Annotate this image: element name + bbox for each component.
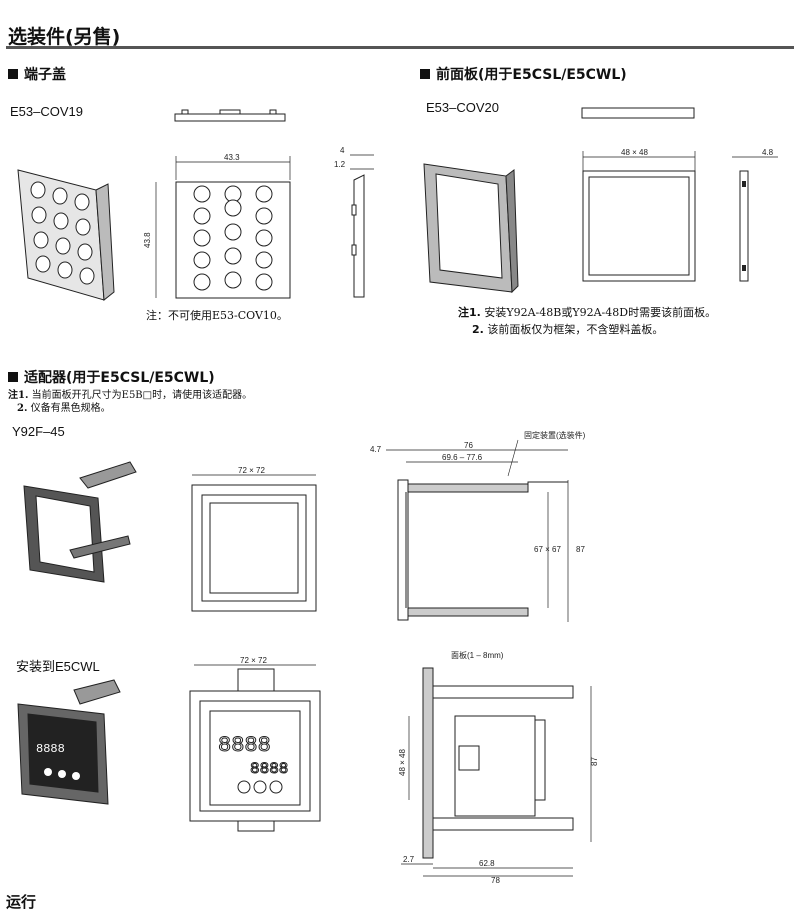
model-label: E53–COV20 [426,100,499,115]
adapter-side-view: 4.7 76 69.6 – 77.6 固定装置(选装件) 67 × 67 87 [370,430,586,622]
mounted-side-view: 面板(1 – 8mm) 48 × 48 87 2.7 62.8 78 [398,650,599,885]
adapter-front-view: 72 × 72 [191,466,317,612]
model-label: Y92F–45 [12,424,65,439]
front-panel-side-view: 4.8 [732,148,778,282]
next-section-heading-cut: 运行 [6,893,37,911]
dim-87: 87 [576,545,585,554]
adapter-note-1: 注1. 当前面板开孔尺寸为E5B□时，请使用该适配器。 [8,390,253,401]
dim-48: 48 × 48 [398,749,407,776]
terminal-cover-top-view [174,109,286,122]
front-panel-perspective [423,163,519,294]
dim-depth: 4 [340,146,345,155]
terminal-cover-note: 注：不可使用E53-COV10。 [146,309,288,322]
dim-range: 69.6 – 77.6 [442,453,483,462]
dim-height: 43.8 [143,232,152,248]
section-heading-terminal-cover: 端子盖 [8,64,66,84]
dim-size: 72 × 72 [238,466,265,475]
svg-text:8888: 8888 [218,733,271,758]
dim-4-7: 4.7 [370,445,382,454]
mounted-caption: 安装到E5CWL [16,659,100,674]
dim-width: 43.3 [224,153,240,162]
svg-text:8888: 8888 [36,742,65,756]
fixture-label: 固定装置(选装件) [524,430,586,440]
front-panel-top-view [581,107,695,119]
dim-size: 72 × 72 [240,656,267,665]
dim-thickness: 1.2 [334,160,346,169]
front-panel-note-2: 2. 该前面板仅为框架，不含塑料盖板。 [472,323,664,336]
dim-inner: 67 × 67 [534,545,561,554]
panel-label: 面板(1 – 8mm) [451,650,504,660]
heading-text: 前面板(用于E5CSL/E5CWL) [436,67,627,83]
terminal-cover-perspective [17,169,115,301]
heading-text: 适配器(用于E5CSL/E5CWL) [24,370,215,386]
title-rule [6,46,794,49]
dim-size: 48 × 48 [621,148,648,157]
model-label: E53–COV19 [10,104,83,119]
dim-62-8: 62.8 [479,859,495,868]
section-heading-adapter: 适配器(用于E5CSL/E5CWL) [8,367,215,387]
adapter-note-2: 2. 仪备有黑色规格。 [17,403,111,414]
mounted-perspective: 8888 [17,679,121,805]
adapter-perspective [23,461,137,583]
dim-78: 78 [491,876,500,885]
terminal-cover-side-view: 4 1.2 [334,146,374,298]
terminal-cover-front-view: 43.3 43.8 [143,153,291,299]
front-panel-front-view: 48 × 48 [582,148,696,282]
dim-87: 87 [590,757,599,766]
svg-text:8888: 8888 [250,760,288,778]
dim-2-7: 2.7 [403,855,415,864]
section-heading-front-panel: 前面板(用于E5CSL/E5CWL) [420,64,627,84]
page-title: 选装件(另售) [8,26,121,48]
front-panel-note-1: 注1. 安装Y92A-48B或Y92A-48D时需要该前面板。 [458,306,717,319]
mounted-front-view: 72 × 72 8888 8888 [189,656,321,832]
dim-76: 76 [464,441,473,450]
dim-depth: 4.8 [762,148,774,157]
heading-text: 端子盖 [24,67,66,83]
